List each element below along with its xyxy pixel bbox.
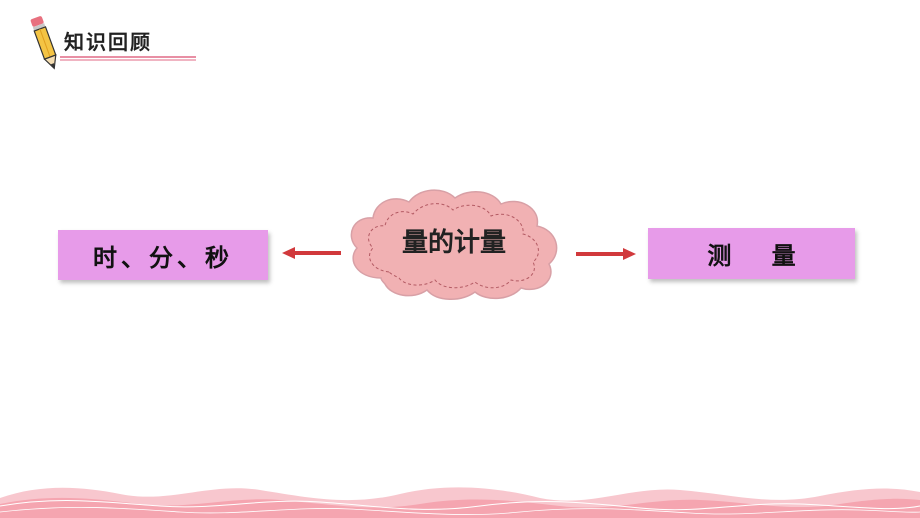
center-cloud xyxy=(350,189,558,300)
pencil-icon xyxy=(30,16,57,70)
left-concept-label: 时、分、秒 xyxy=(93,243,233,272)
right-concept-label: 测 量 xyxy=(707,242,796,270)
right-arrow-icon xyxy=(576,248,636,260)
footer-wave-decoration xyxy=(0,487,920,518)
center-topic-label: 量的计量 xyxy=(401,228,506,258)
section-title: 知识回顾 xyxy=(64,30,152,54)
left-concept-box: 时、分、秒 xyxy=(58,230,268,280)
right-concept-box: 测 量 xyxy=(648,228,855,279)
title-underline xyxy=(60,56,196,61)
left-arrow-icon xyxy=(282,247,341,259)
section-header: 知识回顾 xyxy=(30,14,200,70)
